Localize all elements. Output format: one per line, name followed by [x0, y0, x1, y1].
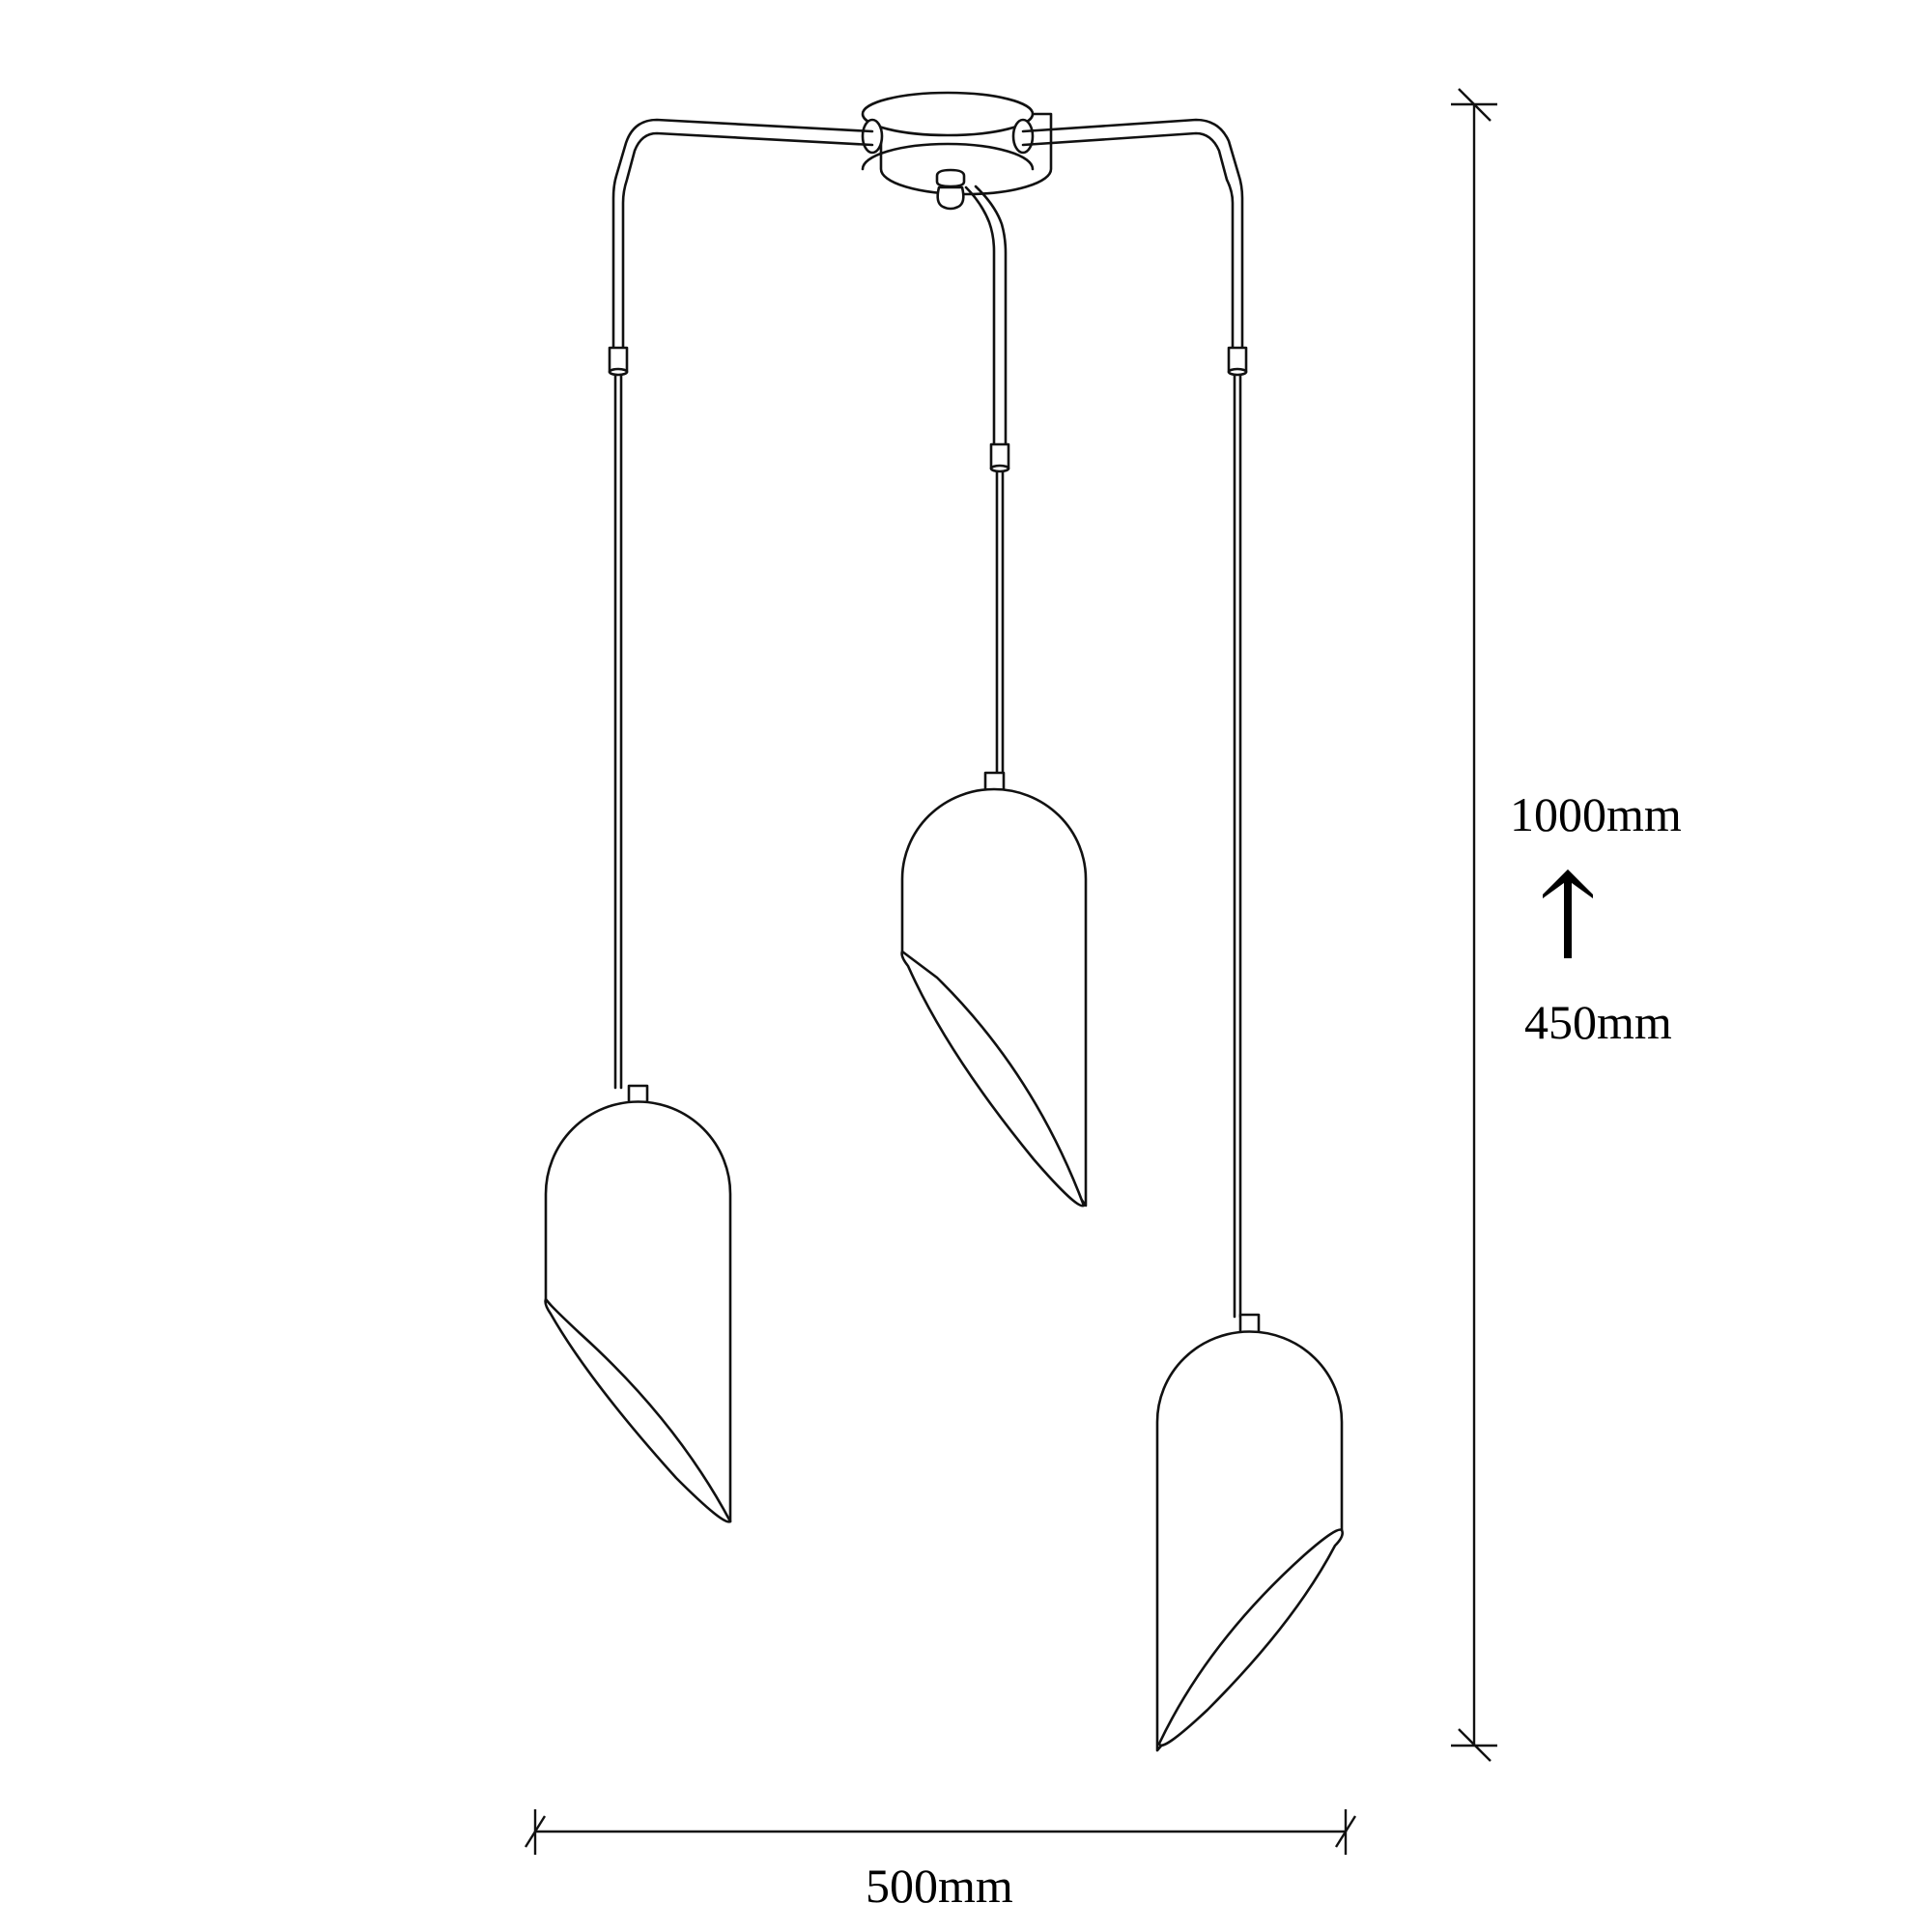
left-lamp-shade: [544, 1084, 732, 1523]
width-dimension-line: [524, 1809, 1357, 1855]
arrow-up-icon: [1543, 869, 1593, 958]
right-lamp-shade: [1155, 1313, 1344, 1752]
height-min-label: 450mm: [1524, 995, 1672, 1049]
center-lamp-shade: [900, 771, 1088, 1208]
height-max-label: 1000mm: [1510, 787, 1682, 841]
center-cable-connector: [989, 442, 1010, 473]
right-arm-connector: [1227, 346, 1248, 377]
center-cable: [964, 185, 1010, 777]
left-arm: [608, 118, 874, 1090]
height-dimension-line: [1451, 88, 1497, 1762]
right-arm: [1021, 118, 1248, 1319]
width-label: 500mm: [866, 1859, 1013, 1913]
left-arm-connector: [608, 346, 629, 377]
ceiling-canopy: [861, 91, 1053, 211]
